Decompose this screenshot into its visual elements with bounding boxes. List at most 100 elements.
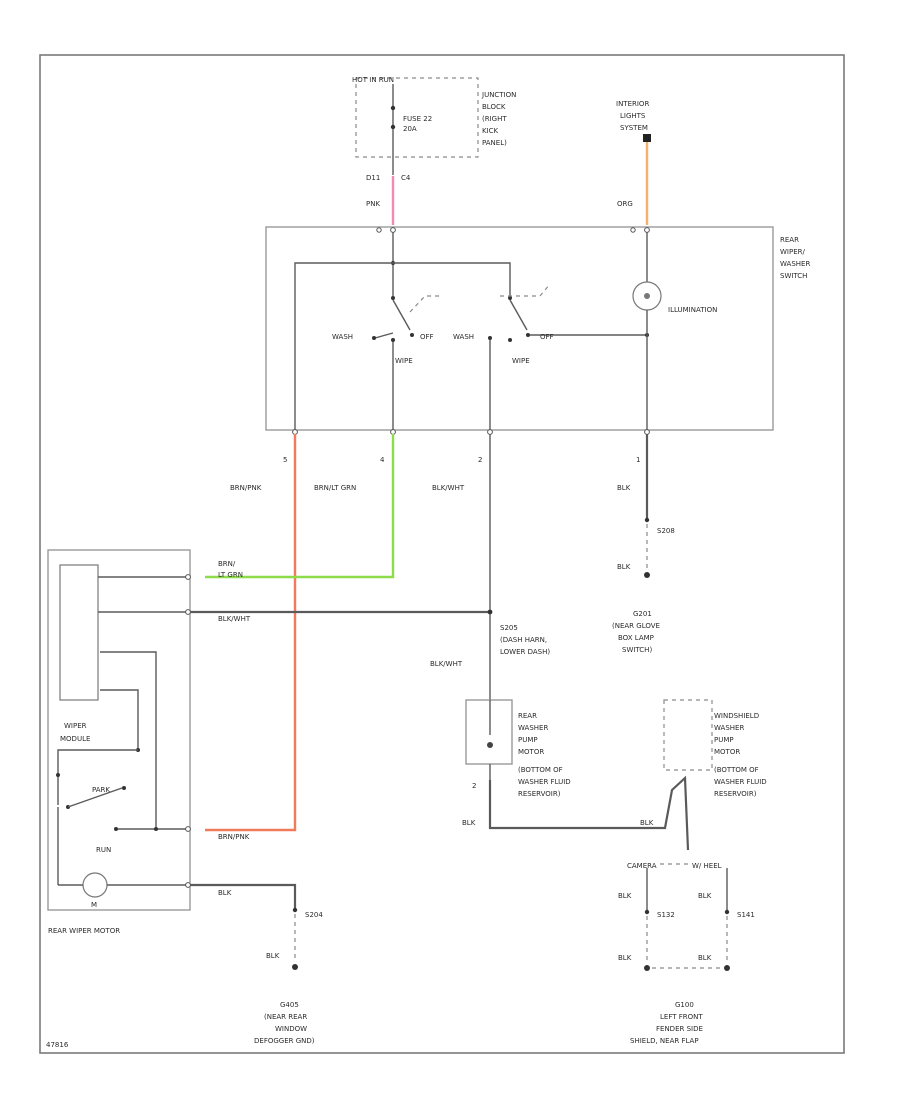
windshield-washer-pump-label-6: WASHER FLUID — [714, 778, 767, 786]
connector-c4-label: C4 — [401, 174, 411, 182]
ils-label-3: SYSTEM — [620, 124, 648, 132]
run-label: RUN — [96, 846, 111, 854]
wheel-label: W/ HEEL — [692, 862, 722, 870]
rear-washer-pump-label-6: WASHER FLUID — [518, 778, 571, 786]
g100-ground: CAMERA W/ HEEL BLK BLK S132 S141 BLK BLK… — [618, 862, 755, 1045]
brn-pnk-wire — [205, 434, 297, 832]
g201-label-3: BOX LAMP — [618, 634, 654, 642]
g201-label-4: SWITCH) — [622, 646, 652, 654]
junction-block-label-1: JUNCTION — [481, 91, 516, 99]
pin-1-label: 1 — [636, 456, 640, 464]
illumination-label: ILLUMINATION — [668, 306, 717, 314]
g405-label-4: DEFOGGER GND) — [254, 1037, 315, 1045]
fuse-label: FUSE 22 — [403, 115, 432, 123]
windshield-washer-pump-label-3: PUMP — [714, 736, 734, 744]
wash-label-2: WASH — [453, 333, 474, 341]
switch-label-2: WIPER/ — [780, 248, 805, 256]
blk-wire-label-6: BLK — [618, 892, 632, 900]
wiper-module-label-2: MODULE — [60, 735, 90, 743]
g100-label-1: G100 — [675, 1001, 694, 1009]
motor-m-label: M — [91, 901, 97, 909]
blk-wire-label-5: BLK — [266, 952, 280, 960]
rear-wiper-washer-switch: REAR WIPER/ WASHER SWITCH WASH OFF WIP — [265, 226, 810, 435]
switch-label-1: REAR — [780, 236, 799, 244]
g201-label-2: (NEAR GLOVE — [612, 622, 660, 630]
g405-label-1: G405 — [280, 1001, 299, 1009]
rear-washer-pump-label-1: REAR — [518, 712, 537, 720]
motor-wire-label-1a: BRN/ — [218, 560, 236, 568]
g100-label-4: SHIELD, NEAR FLAP — [630, 1037, 699, 1045]
motor-wire-label-3: BRN/PNK — [218, 833, 250, 841]
s132-label: S132 — [657, 911, 675, 919]
rear-washer-pump-label-4: MOTOR — [518, 748, 544, 756]
junction-block-label-2: BLOCK — [482, 103, 506, 111]
windshield-washer-pump-label-1: WINDSHIELD — [714, 712, 759, 720]
s205-label-2: (DASH HARN, — [500, 636, 547, 644]
s141-label: S141 — [737, 911, 755, 919]
off-label-2: OFF — [540, 333, 554, 341]
off-label-1: OFF — [420, 333, 434, 341]
windshield-washer-pump-label-2: WASHER — [714, 724, 744, 732]
interior-lights-system: INTERIOR LIGHTS SYSTEM ORG — [616, 100, 651, 225]
junction-block-label-4: KICK — [482, 127, 499, 135]
s204-label: S204 — [305, 911, 323, 919]
g201-label-1: G201 — [633, 610, 652, 618]
ils-label-1: INTERIOR — [616, 100, 649, 108]
blk-wire-label-9: BLK — [698, 954, 712, 962]
junction-block-label-3: (RIGHT — [482, 115, 507, 123]
brn-lt-grn-wire — [205, 434, 395, 579]
junction-block-label-5: PANEL) — [482, 139, 507, 147]
motor-wire-label-2: BLK/WHT — [218, 615, 251, 623]
windshield-washer-pump-label-4: MOTOR — [714, 748, 740, 756]
g100-label-3: FENDER SIDE — [656, 1025, 703, 1033]
junction-block: HOT IN RUN FUSE 22 20A JUNCTION BLOCK (R… — [352, 76, 516, 175]
rear-washer-pump-label-5: (BOTTOM OF — [518, 766, 563, 774]
blk-wht-wire-label-1: BLK/WHT — [432, 484, 465, 492]
wiper-module-label-1: WIPER — [64, 722, 87, 730]
switch-label-3: WASHER — [780, 260, 810, 268]
blk-wire-label-3: BLK — [462, 819, 476, 827]
blk-wht-wire-label-2: BLK/WHT — [430, 660, 463, 668]
rear-washer-pump-pin-label: 2 — [472, 782, 476, 790]
diagram-code: 47816 — [46, 1041, 69, 1049]
org-wire-label: ORG — [617, 200, 633, 208]
fuse-amp-label: 20A — [403, 125, 417, 133]
g405-label-2: (NEAR REAR — [264, 1013, 307, 1021]
hot-in-run-label: HOT IN RUN — [352, 76, 394, 84]
blk-wire-label-1: BLK — [617, 484, 631, 492]
rear-washer-pump-motor: REAR WASHER PUMP MOTOR (BOTTOM OF WASHER… — [465, 699, 571, 798]
ils-label-2: LIGHTS — [620, 112, 646, 120]
wipe-label-1: WIPE — [395, 357, 413, 365]
g100-label-2: LEFT FRONT — [660, 1013, 703, 1021]
pin-5-label: 5 — [283, 456, 287, 464]
brn-pnk-wire-label: BRN/PNK — [230, 484, 262, 492]
blk-wire-label-4: BLK — [640, 819, 654, 827]
windshield-washer-pump-motor: WINDSHIELD WASHER PUMP MOTOR (BOTTOM OF … — [663, 699, 767, 798]
park-label: PARK — [92, 786, 110, 794]
rear-washer-pump-label-3: PUMP — [518, 736, 538, 744]
switch-label-4: SWITCH — [780, 272, 807, 280]
motor-wire-label-4: BLK — [218, 889, 232, 897]
g405-ground: G405 (NEAR REAR WINDOW DEFOGGER GND) — [254, 1001, 315, 1045]
blk-wire-label-2: BLK — [617, 563, 631, 571]
connector-d11-label: D11 — [366, 174, 380, 182]
blk-wire-label-7: BLK — [698, 892, 712, 900]
motor-wire-label-1b: LT GRN — [218, 571, 243, 579]
pin-2-label: 2 — [478, 456, 482, 464]
rear-washer-pump-label-2: WASHER — [518, 724, 548, 732]
blk-wire-label-8: BLK — [618, 954, 632, 962]
wipe-label-2: WIPE — [512, 357, 530, 365]
pin-4-label: 4 — [380, 456, 385, 464]
windshield-washer-pump-label-5: (BOTTOM OF — [714, 766, 759, 774]
s205-label-1: S205 — [500, 624, 518, 632]
brn-lt-grn-wire-label: BRN/LT GRN — [314, 484, 356, 492]
rear-washer-pump-label-7: RESERVOIR) — [518, 790, 561, 798]
s205-label-3: LOWER DASH) — [500, 648, 550, 656]
rear-wiper-motor-label: REAR WIPER MOTOR — [48, 927, 120, 935]
s208-label: S208 — [657, 527, 675, 535]
g405-label-3: WINDOW — [275, 1025, 307, 1033]
wash-label-1: WASH — [332, 333, 353, 341]
camera-label: CAMERA — [627, 862, 657, 870]
windshield-washer-pump-label-7: RESERVOIR) — [714, 790, 757, 798]
